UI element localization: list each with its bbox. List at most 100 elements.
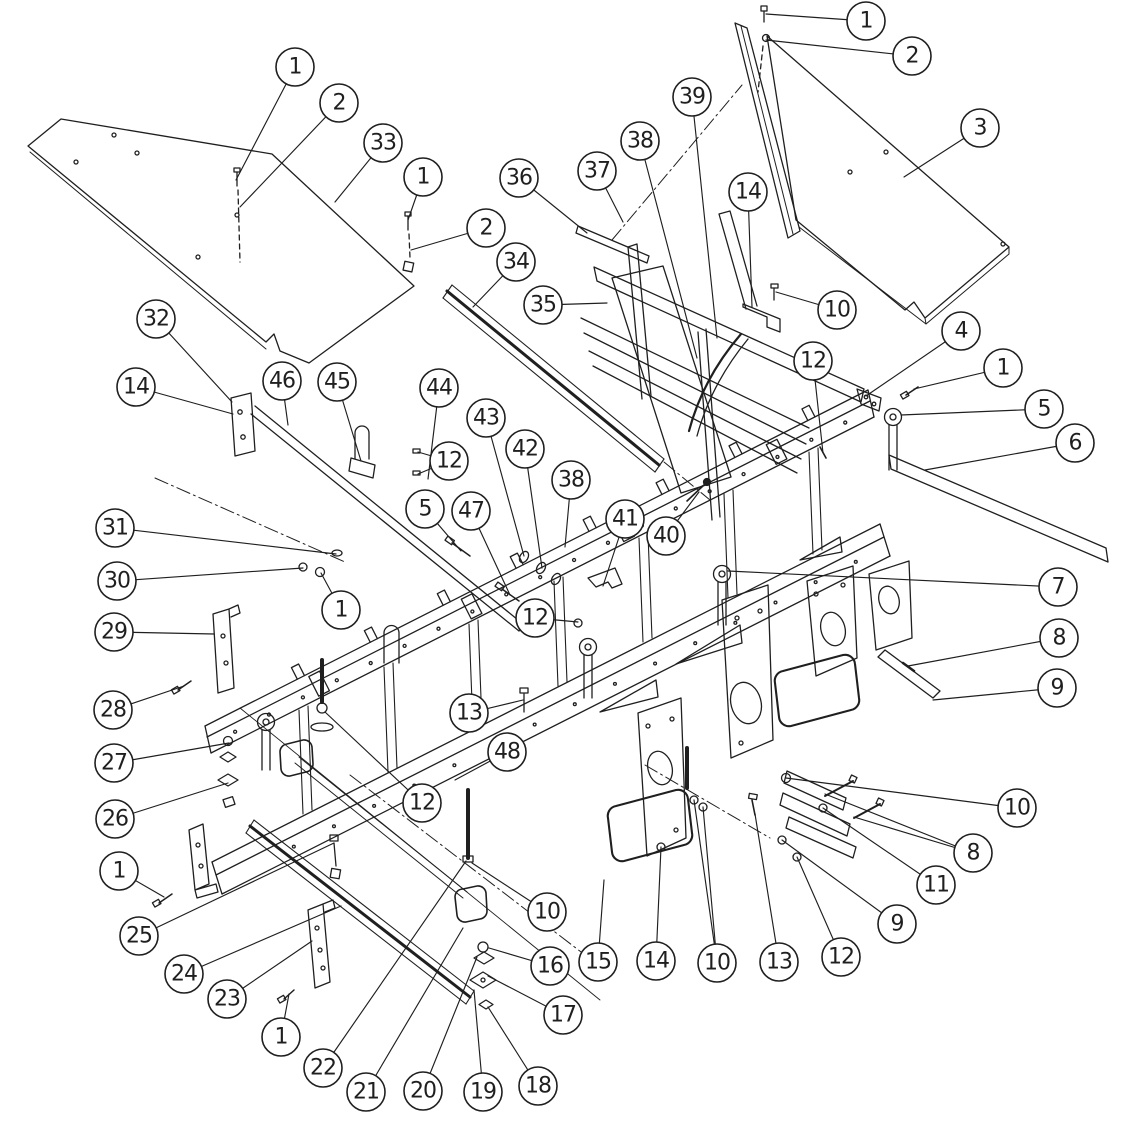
- balloon-23: 23: [207, 979, 247, 1019]
- back-panel-assembly: [576, 211, 864, 520]
- balloon-number: 1: [997, 356, 1010, 381]
- balloon-number: 14: [735, 180, 761, 205]
- angle-rail-34: [443, 285, 710, 500]
- balloon-number: 1: [113, 859, 126, 884]
- balloon-32: 32: [136, 299, 176, 339]
- balloon-19: 19: [463, 1072, 503, 1112]
- foot-pads: [280, 655, 859, 922]
- balloon-22: 22: [303, 1048, 343, 1088]
- balloon-number: 13: [766, 950, 792, 975]
- balloon-34: 34: [496, 242, 536, 282]
- balloon-number: 1: [335, 598, 348, 623]
- balloon-number: 7: [1052, 575, 1065, 600]
- balloon-26: 26: [95, 799, 135, 839]
- balloon-4: 4: [941, 311, 981, 351]
- balloon-5: 5: [1024, 389, 1064, 429]
- balloon-33: 33: [363, 123, 403, 163]
- balloon-number: 13: [456, 701, 482, 726]
- balloon-21: 21: [346, 1072, 386, 1112]
- balloon-2: 2: [319, 83, 359, 123]
- balloon-48: 48: [487, 732, 527, 772]
- balloon-15: 15: [578, 942, 618, 982]
- balloon-10: 10: [527, 892, 567, 932]
- balloon-13: 13: [449, 693, 489, 733]
- balloon-number: 29: [101, 620, 127, 645]
- balloon-17: 17: [543, 995, 583, 1035]
- balloon-number: 5: [1038, 397, 1051, 422]
- main-beam: [205, 390, 902, 770]
- balloon-31: 31: [95, 508, 135, 548]
- balloon-number: 45: [324, 370, 350, 395]
- balloon-number: 38: [627, 129, 653, 154]
- balloon-number: 11: [923, 873, 949, 898]
- balloon-8: 8: [953, 833, 993, 873]
- balloon-13: 13: [759, 942, 799, 982]
- balloon-number: 14: [123, 375, 149, 400]
- balloon-number: 35: [530, 293, 556, 318]
- balloon-number: 10: [534, 900, 560, 925]
- balloon-1: 1: [275, 47, 315, 87]
- balloon-45: 45: [317, 362, 357, 402]
- balloon-9: 9: [1037, 668, 1077, 708]
- balloon-39: 39: [672, 77, 712, 117]
- support-arm-left: [231, 393, 523, 663]
- balloon-2: 2: [892, 36, 932, 76]
- balloon-number: 4: [955, 319, 968, 344]
- balloon-number: 28: [100, 698, 126, 723]
- balloon-number: 2: [333, 91, 346, 116]
- balloon-38: 38: [620, 121, 660, 161]
- balloon-42: 42: [505, 429, 545, 469]
- balloon-number: 33: [370, 131, 396, 156]
- balloon-47: 47: [451, 491, 491, 531]
- balloon-number: 1: [417, 165, 430, 190]
- balloon-number: 1: [860, 9, 873, 34]
- balloon-number: 1: [289, 55, 302, 80]
- balloon-24: 24: [164, 954, 204, 994]
- front-beam: [212, 448, 890, 894]
- centerlines: [155, 85, 770, 1000]
- balloon-10: 10: [997, 788, 1037, 828]
- balloon-10: 10: [817, 290, 857, 330]
- balloon-1: 1: [321, 590, 361, 630]
- balloon-number: 36: [506, 166, 532, 191]
- balloon-number: 21: [353, 1080, 379, 1105]
- balloon-38: 38: [551, 460, 591, 500]
- pivot-eye-bolts: [258, 409, 902, 771]
- balloon-46: 46: [262, 361, 302, 401]
- balloon-number: 22: [310, 1056, 336, 1081]
- balloon-8: 8: [1039, 618, 1079, 658]
- balloon-5: 5: [405, 489, 445, 529]
- balloon-number: 37: [584, 159, 610, 184]
- balloon-number: 2: [906, 44, 919, 69]
- balloon-1: 1: [261, 1017, 301, 1057]
- balloon-number: 1: [275, 1025, 288, 1050]
- balloon-number: 18: [525, 1074, 551, 1099]
- left-brackets: [189, 605, 335, 988]
- balloon-number: 31: [102, 516, 128, 541]
- balloon-number: 20: [410, 1079, 436, 1104]
- balloon-number: 12: [828, 945, 854, 970]
- balloon-3: 3: [960, 108, 1000, 148]
- balloon-12: 12: [429, 441, 469, 481]
- balloon-29: 29: [94, 612, 134, 652]
- balloon-30: 30: [97, 561, 137, 601]
- deck-plate-right: [735, 6, 1009, 324]
- balloon-41: 41: [605, 499, 645, 539]
- balloon-number: 10: [704, 951, 730, 976]
- balloon-number: 12: [800, 349, 826, 374]
- balloon-number: 30: [104, 569, 130, 594]
- balloon-number: 42: [512, 437, 538, 462]
- balloon-number: 16: [537, 954, 563, 979]
- balloon-number: 25: [126, 924, 152, 949]
- balloon-12: 12: [402, 783, 442, 823]
- balloon-number: 10: [1004, 796, 1030, 821]
- balloon-number: 24: [171, 962, 197, 987]
- balloon-number: 15: [585, 950, 611, 975]
- balloon-number: 23: [214, 987, 240, 1012]
- balloon-25: 25: [119, 916, 159, 956]
- balloon-number: 2: [480, 216, 493, 241]
- balloon-11: 11: [916, 865, 956, 905]
